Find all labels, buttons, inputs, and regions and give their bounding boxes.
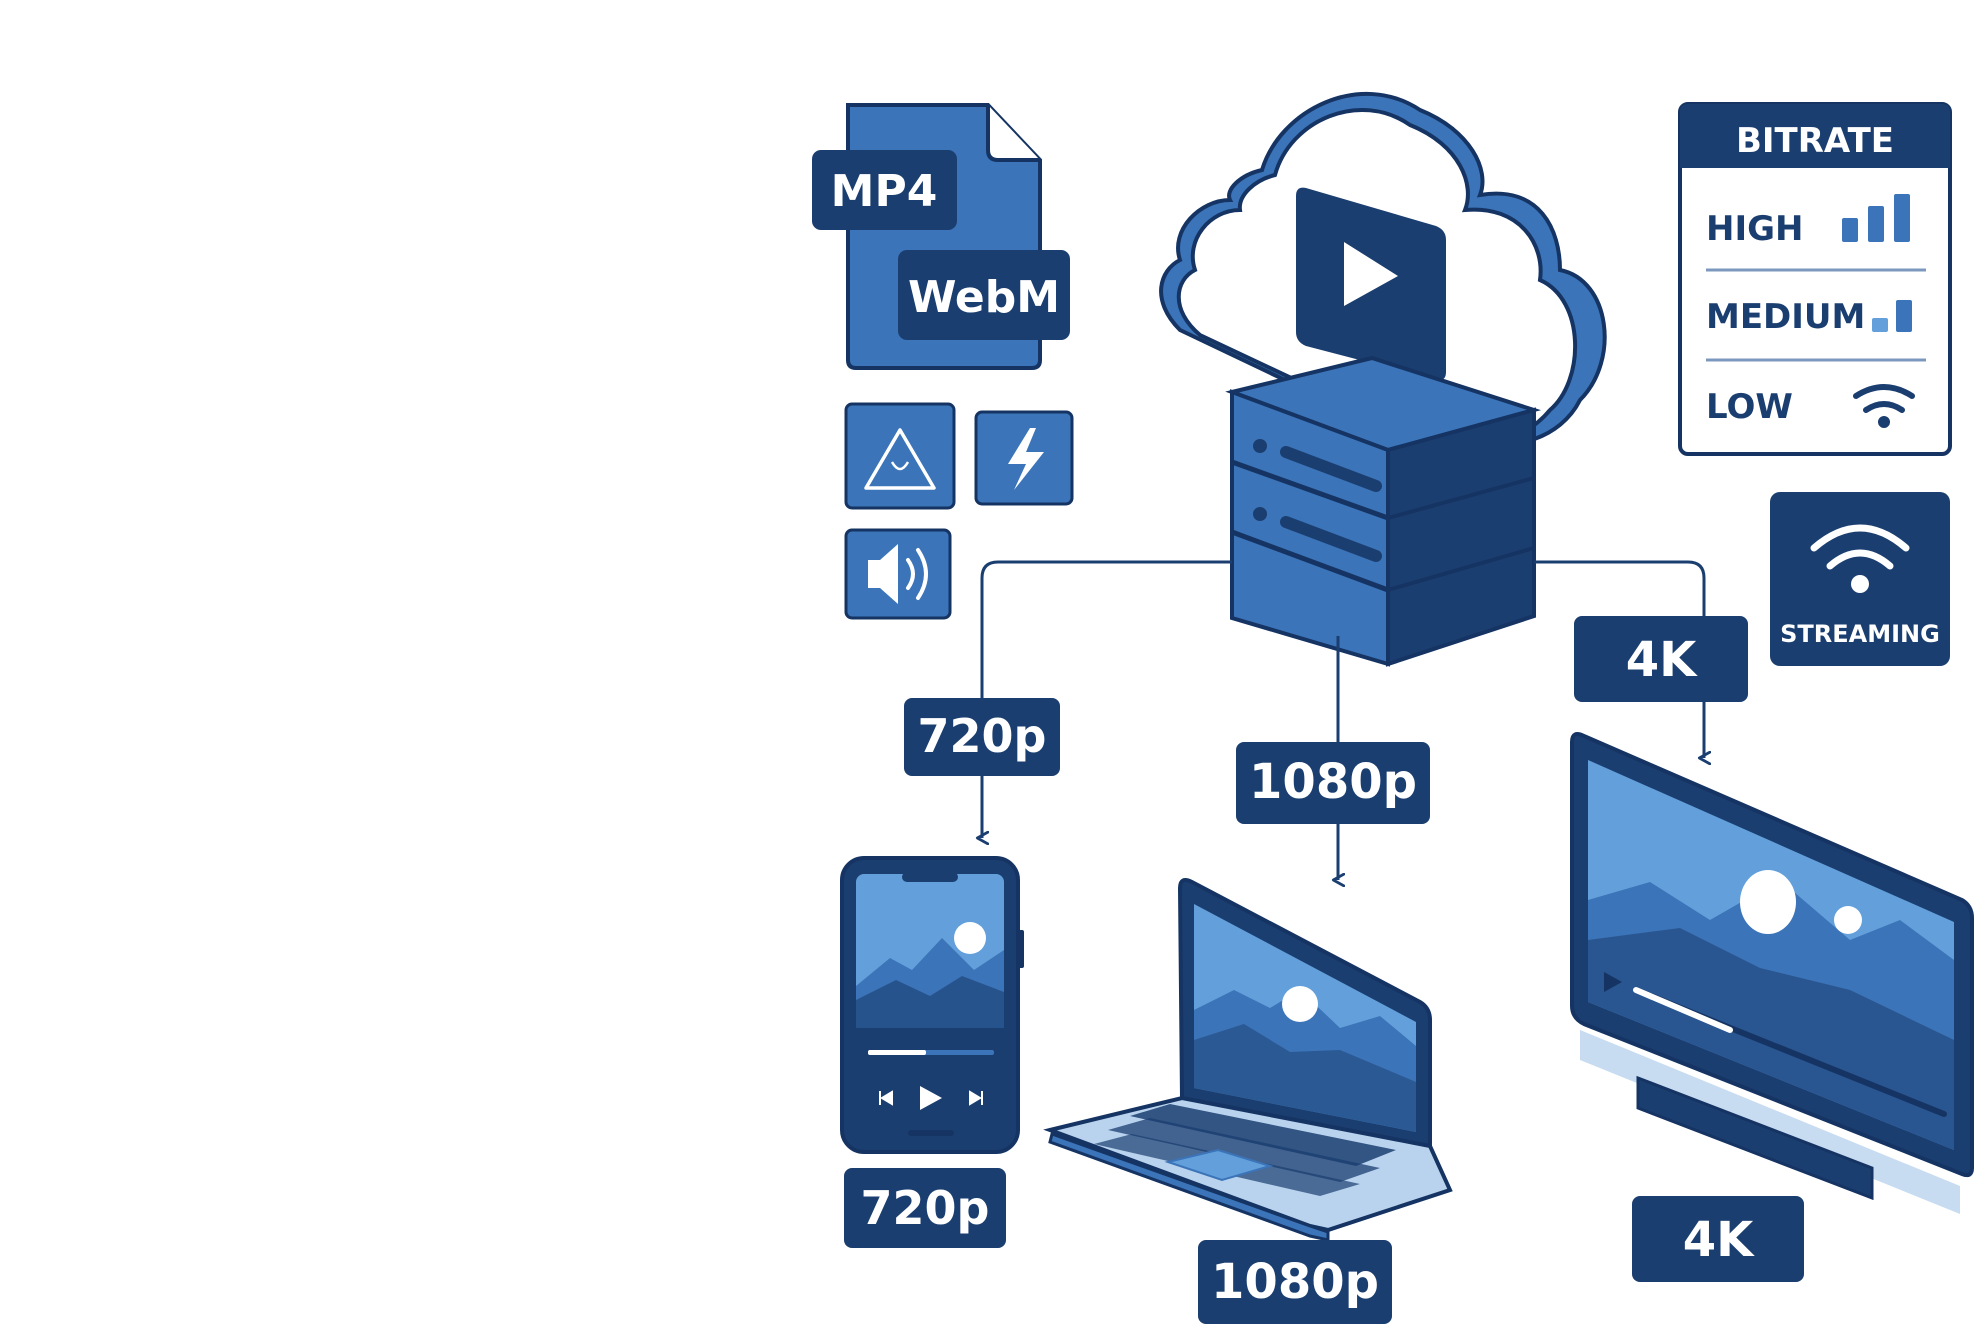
bitrate-medium-label: MEDIUM	[1706, 297, 1865, 337]
wifi-icon	[1810, 524, 1910, 593]
webm-tag: WebM	[898, 250, 1070, 340]
laptop	[1043, 878, 1453, 1242]
mp4-tag: MP4	[812, 150, 957, 230]
connectors	[980, 560, 1706, 880]
connector-to-4k-label	[1534, 560, 1706, 616]
webm-label: WebM	[908, 272, 1060, 323]
server-icon	[1225, 355, 1542, 667]
bitrate-low-label: LOW	[1706, 387, 1793, 427]
svg-text:1080p: 1080p	[1249, 754, 1417, 810]
lightning-icon	[974, 410, 1074, 506]
speaker-icon	[844, 528, 952, 620]
connector-to-720p-label	[980, 560, 1232, 698]
resolution-label-4k: 4K	[1574, 616, 1748, 702]
bitrate-high-label: HIGH	[1706, 209, 1803, 249]
bitrate-title: BITRATE	[1736, 121, 1894, 161]
svg-text:4K: 4K	[1683, 1212, 1755, 1268]
device-label-720p: 720p	[844, 1168, 1006, 1248]
triangle-alert-icon	[844, 402, 956, 510]
svg-text:1080p: 1080p	[1211, 1254, 1379, 1310]
play-icon	[1296, 187, 1446, 381]
svg-text:720p: 720p	[861, 1181, 990, 1235]
streaming-label: STREAMING	[1780, 620, 1940, 648]
device-label-4k: 4K	[1632, 1196, 1804, 1282]
resolution-label-720p: 720p	[904, 698, 1060, 776]
signal-bars-medium-icon	[1872, 300, 1912, 332]
wifi-low-icon	[1853, 384, 1915, 428]
streaming-badge: STREAMING	[1770, 492, 1950, 666]
resolution-label-1080p: 1080p	[1236, 742, 1430, 824]
device-label-1080p: 1080p	[1198, 1240, 1392, 1324]
tv-monitor	[1570, 732, 1974, 1214]
bitrate-panel: BITRATE HIGH MEDIUM LOW	[1678, 102, 1952, 456]
mp4-label: MP4	[831, 166, 938, 217]
svg-text:720p: 720p	[918, 709, 1047, 763]
svg-text:4K: 4K	[1626, 632, 1698, 688]
smartphone	[840, 856, 1024, 1154]
signal-bars-high-icon	[1842, 194, 1910, 242]
